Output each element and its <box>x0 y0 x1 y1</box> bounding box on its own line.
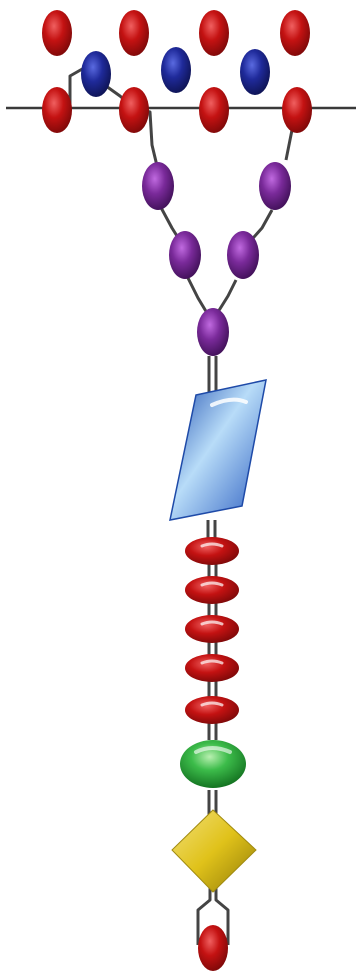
red-disc <box>185 654 239 682</box>
blue-oval <box>81 51 111 97</box>
red-oval <box>280 10 310 56</box>
purple-ovals <box>142 162 291 356</box>
blue-parallelogram <box>170 380 266 520</box>
red-oval <box>42 10 72 56</box>
red-disc <box>185 537 239 565</box>
red-oval <box>119 87 149 133</box>
red-oval <box>119 10 149 56</box>
red-oval <box>199 87 229 133</box>
purple-oval <box>227 231 259 279</box>
red-disc <box>185 615 239 643</box>
green-oval <box>180 740 246 788</box>
red-oval <box>199 10 229 56</box>
yellow-diamond <box>172 810 256 892</box>
blue-oval <box>240 49 270 95</box>
purple-oval <box>169 231 201 279</box>
purple-oval <box>142 162 174 210</box>
red-oval <box>42 87 72 133</box>
bottom-red-oval <box>198 925 228 971</box>
red-disc <box>185 696 239 724</box>
purple-oval <box>197 308 229 356</box>
red-oval <box>282 87 312 133</box>
purple-oval <box>259 162 291 210</box>
stacked-red-discs <box>185 537 239 724</box>
red-disc <box>185 576 239 604</box>
blue-oval <box>161 47 191 93</box>
